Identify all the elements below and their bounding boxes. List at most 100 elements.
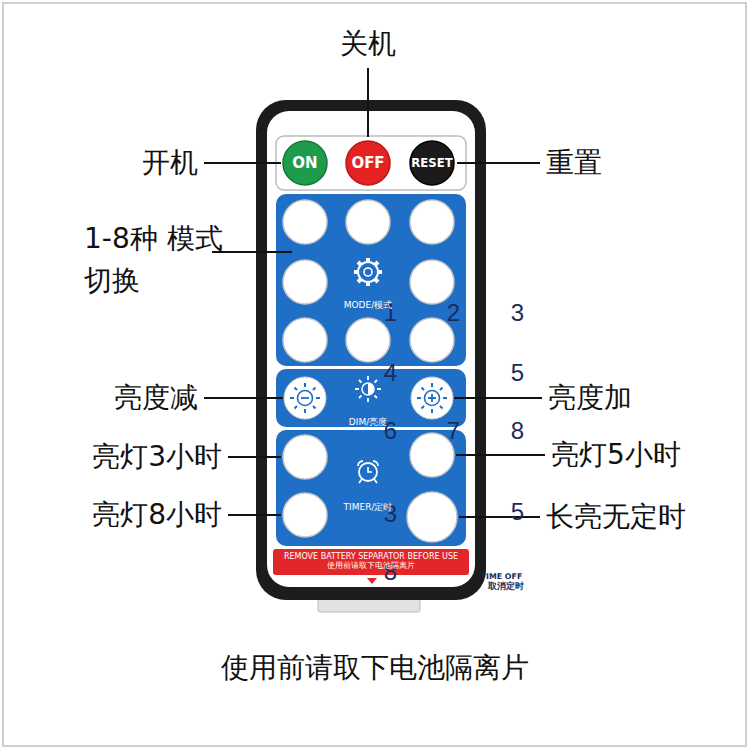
button-shape [282, 259, 328, 305]
off-button: OFF [345, 140, 391, 186]
callout-holder: 关机 [340, 23, 396, 65]
callout-holder: 重置 [546, 142, 602, 184]
image-frame [3, 3, 746, 746]
band-text: 使用前请取下电池隔离片 [327, 562, 415, 571]
button-circle [283, 493, 327, 537]
button-circle [410, 318, 454, 362]
button-circle [407, 492, 457, 542]
button-shape [345, 199, 391, 245]
callout-label: 重置 [546, 142, 602, 184]
number-button: 1 [282, 199, 328, 245]
number-button: 3 [409, 199, 455, 245]
button-shape [409, 199, 455, 245]
timer-panel: 358TIME OFF取消定时TIMER/定时 [276, 430, 466, 546]
callout-label: 1-8种 模式切换 [84, 218, 234, 302]
leader-line [456, 454, 545, 456]
callout-holder: 亮灯5小时 [551, 434, 681, 476]
button-shape [282, 492, 328, 538]
dim-panel: DIM/亮度 [276, 369, 466, 427]
button-circle [283, 260, 327, 304]
leader-line [204, 162, 281, 164]
button-circle [410, 433, 454, 477]
callout-label: 亮灯8小时 [92, 494, 222, 536]
button-circle [410, 200, 454, 244]
number-button: 3 [282, 434, 328, 480]
button-shape [282, 317, 328, 363]
number-button: 8 [282, 492, 328, 538]
dim-plus-button [411, 377, 453, 419]
number-button: 6 [282, 317, 328, 363]
callout-holder: 1-8种 模式切换 [84, 218, 234, 302]
button-text: 4 [384, 360, 397, 386]
leader-line [457, 162, 540, 164]
button-circle [283, 200, 327, 244]
separator-band: REMOVE BATTERY SEPARATOR BEFORE USE使用前请取… [273, 549, 469, 575]
remote-body [256, 100, 486, 600]
button-shape [406, 491, 458, 543]
button-shape [409, 259, 455, 305]
number-button: 5 [409, 259, 455, 305]
button-circle [410, 260, 454, 304]
panel-label: DIM/亮度 [349, 418, 387, 428]
panel-label: TIMER/定时 [344, 503, 393, 513]
mode-panel-fill [276, 194, 466, 366]
callout-label: 开机 [142, 142, 198, 184]
callout-label: 长亮无定时 [546, 496, 686, 538]
on-button: ON [282, 140, 328, 186]
button-circle [283, 435, 327, 479]
brightness-icon [355, 376, 381, 402]
reset-button: RESET [409, 140, 455, 186]
callout-holder: 长亮无定时 [546, 496, 686, 538]
timer-panel-fill [276, 430, 466, 546]
leader-lines [204, 68, 545, 517]
panel-label: MODE/模式 [344, 301, 393, 311]
separator-band-fill [273, 549, 469, 575]
button-text: 7 [447, 418, 460, 444]
leader-line [459, 516, 540, 518]
leader-line [454, 397, 542, 399]
button-circle [283, 318, 327, 362]
alarm-icon [358, 461, 378, 483]
button-circle [410, 141, 454, 185]
remote-face [267, 111, 475, 587]
pull-arrow [367, 578, 377, 584]
caption: 使用前请取下电池隔离片 [221, 647, 529, 689]
button-text: RESET [411, 157, 452, 170]
dim-panel-fill [276, 369, 466, 427]
leader-line [367, 68, 369, 137]
dim-minus-button [284, 377, 326, 419]
button-circle [346, 318, 390, 362]
leader-line [204, 397, 283, 399]
callout-label: 亮灯5小时 [551, 434, 681, 476]
leader-line [212, 251, 292, 253]
button-text: 5 [511, 499, 524, 525]
button-text: 2 [447, 300, 460, 326]
callout-holder: 亮灯8小时 [92, 494, 222, 536]
button-circle [283, 141, 327, 185]
band-text: REMOVE BATTERY SEPARATOR BEFORE USE [284, 553, 458, 562]
button-text: 8 [511, 418, 524, 444]
callout-holder: 开机 [142, 142, 198, 184]
callout-holder: 亮度加 [548, 377, 632, 419]
callout-label: 关机 [340, 23, 396, 65]
power-panel [276, 136, 466, 190]
number-button: 4 [282, 259, 328, 305]
callout-holder: 亮度减 [114, 377, 198, 419]
button-text: TIME OFF [481, 573, 523, 582]
leader-line [228, 514, 281, 516]
button-text: 取消定时 [488, 582, 524, 591]
callout-label: 亮灯3小时 [92, 436, 222, 478]
button-text: 5 [511, 360, 524, 386]
callout-label: 亮度减 [114, 377, 198, 419]
callout-label: 亮度加 [548, 377, 632, 419]
caption-holder: 使用前请取下电池隔离片 [221, 647, 529, 689]
gear-icon [354, 258, 382, 286]
button-text: 3 [511, 300, 524, 326]
callout-holder: 亮灯3小时 [92, 436, 222, 478]
button-shape [282, 199, 328, 245]
button-text: ON [292, 155, 317, 172]
mode-panel: 12345678MODE/模式 [276, 194, 466, 366]
